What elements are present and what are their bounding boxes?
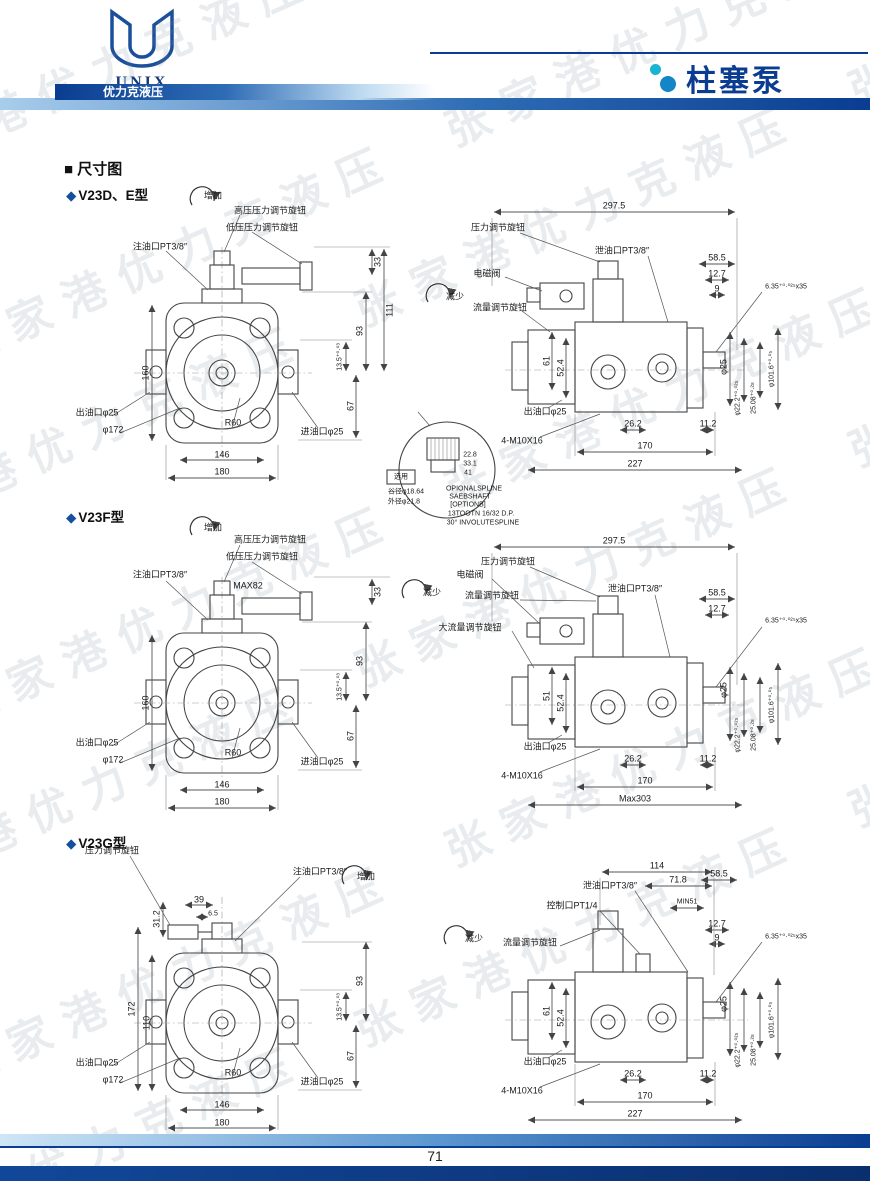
v23g-side-view: [443, 868, 778, 1124]
diamond-bullet: ◆: [66, 188, 77, 203]
tagline-text: 优力克液压: [103, 85, 164, 99]
dot-icon: [660, 76, 676, 92]
unix-logo-mark: [110, 8, 174, 68]
dot-icon: [650, 64, 661, 75]
tagline-bar: 优力克液压: [55, 84, 435, 100]
section-title-text: V23G型: [78, 836, 127, 851]
section-title-v23de: ◆V23D、E型: [66, 184, 148, 204]
v23f-side-view: [401, 543, 778, 809]
product-title: 柱塞泵: [686, 65, 785, 98]
header-rule-top: [430, 52, 868, 54]
diamond-bullet: ◆: [66, 836, 77, 851]
v23de-front-view: [112, 186, 390, 480]
spline-shaft-detail: [386, 411, 496, 519]
section-title-text: V23D、E型: [78, 188, 149, 203]
header-band: [0, 98, 870, 110]
v23g-front-view: [112, 855, 372, 1130]
page-number: 71: [427, 1148, 443, 1164]
section-title-v23g: ◆V23G型: [66, 832, 126, 852]
diamond-bullet: ◆: [66, 510, 77, 525]
section-title-v23f: ◆V23F型: [66, 506, 124, 526]
section-title-text: V23F型: [78, 510, 125, 525]
footer-band-top: [0, 1134, 870, 1148]
v23de-side-view: [425, 208, 778, 474]
footer-band-bottom: [0, 1166, 870, 1181]
page-heading: ■ 尺寸图: [64, 161, 123, 178]
v23f-front-view: [112, 516, 390, 810]
